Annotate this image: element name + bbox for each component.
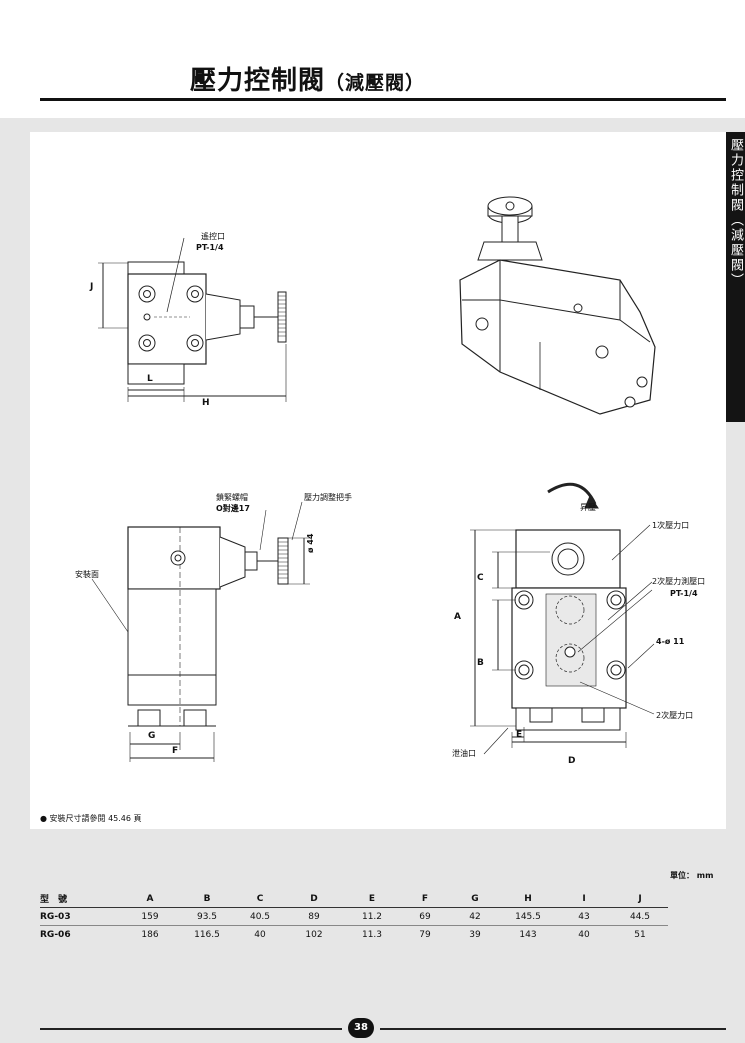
title-main: 壓力控制閥 — [190, 66, 326, 96]
footer-rule-right — [380, 1028, 726, 1030]
side-tab-text: 壓力控制閥（減壓閥） — [728, 138, 743, 288]
front-view — [470, 482, 655, 755]
label-remote-port-size: PT-1/4 — [196, 243, 224, 252]
label-adjust-knob: 壓力調整把手 — [304, 493, 352, 502]
page-title: 壓力控制閥（減壓閥） — [190, 60, 425, 97]
dim-D: D — [568, 756, 576, 766]
title-subtitle: （減壓閥） — [325, 72, 426, 94]
table-cell: 116.5 — [194, 929, 220, 940]
table-cell: 44.5 — [612, 907, 668, 926]
label-drain-port: 泄油口 — [452, 749, 476, 758]
label-primary-port: 1次壓力口 — [652, 521, 690, 530]
label-secondary-port: 2次壓力口 — [656, 711, 694, 720]
table-header: J — [612, 890, 668, 908]
dim-E: E — [516, 730, 523, 740]
table-cell: RG-03 — [40, 907, 122, 926]
table-header: C — [236, 890, 284, 908]
table-cell: 69 — [400, 907, 450, 926]
drawing-svg — [91, 196, 656, 762]
dimension-table: 型 號 A B C D E F G H I J RG-03 159 93.5 4… — [40, 890, 668, 943]
dim-C: C — [477, 573, 484, 583]
table-cell: 159 — [122, 907, 178, 926]
label-mount-face: 安裝面 — [75, 570, 99, 579]
dim-F: F — [172, 746, 179, 756]
table-cell: 40.5 — [236, 907, 284, 926]
label-rise: 昇壓 — [580, 503, 596, 512]
unit-label: 單位： mm — [670, 871, 714, 880]
dim-G: G — [148, 731, 156, 741]
table-cell: 79 — [419, 929, 431, 940]
dim-A: A — [454, 612, 461, 622]
label-secondary-gauge-port: 2次壓力測壓口 — [652, 577, 706, 586]
table-header: G — [450, 890, 500, 908]
table-header: I — [556, 890, 612, 908]
side-view — [91, 501, 310, 762]
isometric-view — [459, 196, 656, 415]
label-lock-nut: 鎖緊螺帽 — [216, 493, 248, 502]
install-note: ● 安裝尺寸請參閱 45.46 頁 — [40, 814, 142, 823]
label-secondary-gauge-size: PT-1/4 — [670, 589, 698, 598]
table-header: E — [344, 890, 400, 908]
table-cell: 40 — [254, 929, 266, 940]
table-header-row: 型 號 A B C D E F G H I J — [40, 890, 668, 908]
technical-drawing: 遙控口 PT-1/4 J L H 鎖緊螺帽 O對邊17 壓力調整把手 安裝面 ø… — [30, 132, 726, 829]
table-header: F — [400, 890, 450, 908]
label-remote-port: 遙控口 — [201, 232, 225, 241]
table-cell: 186 — [141, 929, 159, 940]
dim-J: J — [90, 282, 94, 292]
table-cell: 42 — [450, 907, 500, 926]
table-cell: 11.3 — [361, 929, 383, 940]
table-cell: 51 — [634, 929, 646, 940]
table-header: B — [178, 890, 236, 908]
table-cell: 11.2 — [344, 907, 400, 926]
table-cell: 39 — [469, 929, 481, 940]
top-view — [98, 237, 287, 402]
page-number: 38 — [348, 1018, 374, 1038]
table-header: A — [122, 890, 178, 908]
table-cell: 145.5 — [500, 907, 556, 926]
label-lock-nut-size: O對邊17 — [216, 504, 250, 513]
table-cell: 43 — [556, 907, 612, 926]
footer-rule-left — [40, 1028, 342, 1030]
dim-B: B — [477, 658, 484, 668]
table-header: H — [500, 890, 556, 908]
table-header: 型 號 — [40, 890, 122, 908]
table-cell: 89 — [284, 907, 344, 926]
table-cell: 143 — [519, 929, 537, 940]
table-row: RG-03 159 93.5 40.5 89 11.2 69 42 145.5 … — [40, 907, 668, 926]
dim-L: L — [147, 374, 153, 384]
title-rule — [40, 98, 726, 101]
table-header: D — [284, 890, 344, 908]
table-row: RG-06 186 116.5 40 102 11.3 79 39 143 40… — [40, 926, 668, 944]
table-cell: 40 — [578, 929, 590, 940]
side-tab: 壓力控制閥（減壓閥） — [726, 132, 745, 422]
table-cell: 93.5 — [178, 907, 236, 926]
table-cell: 102 — [305, 929, 323, 940]
label-knob-dia: ø 44 — [306, 533, 315, 553]
label-bolt-holes: 4-ø 11 — [656, 637, 685, 646]
table-cell: RG-06 — [40, 929, 71, 940]
dim-H: H — [202, 398, 210, 408]
